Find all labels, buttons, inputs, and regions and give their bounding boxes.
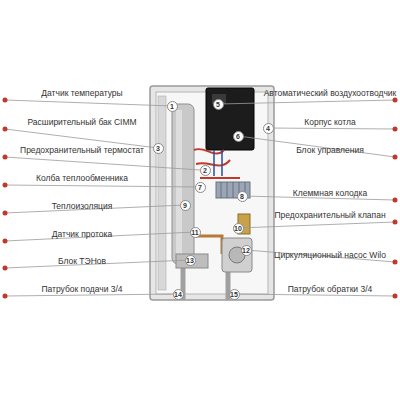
- callout-circle: 10: [233, 223, 244, 234]
- part-label: Теплоизоляция: [12, 202, 152, 212]
- boiler-housing: [150, 86, 274, 300]
- callout-circle: 3: [153, 143, 164, 154]
- callout-number: 13: [186, 257, 194, 264]
- callout-circle: 12: [241, 245, 252, 256]
- leader-dots-right: [393, 98, 398, 299]
- callout-circle: 4: [263, 123, 274, 134]
- callout-circle: 14: [173, 289, 184, 300]
- power-wire: [194, 149, 240, 178]
- part-label: Блок управления: [262, 146, 398, 156]
- callout-circle: 1: [167, 101, 178, 112]
- callout-circle: 15: [229, 289, 240, 300]
- part-label: Датчик температуры: [12, 89, 152, 99]
- heat-exchanger: [172, 104, 194, 264]
- part-label: Автоматический воздухоотводчик: [262, 89, 398, 99]
- part-label: Патрубок подачи 3/4: [12, 285, 152, 295]
- control-block: [206, 88, 254, 150]
- part-label: Предохранительный клапан: [262, 211, 398, 221]
- callout-number: 15: [230, 291, 238, 298]
- callout-number: 11: [191, 229, 198, 236]
- callout-number: 4: [266, 125, 270, 132]
- callout-circle: 7: [195, 182, 206, 193]
- part-label: Патрубок обратки 3/4: [262, 285, 398, 295]
- part-label: Колба теплообменника: [12, 174, 152, 184]
- callout-number: 6: [236, 133, 240, 140]
- callout-circle: 9: [180, 200, 191, 211]
- callout-circle: 6: [233, 131, 244, 142]
- part-label: Циркуляционный насос Wilo: [262, 251, 398, 261]
- heater-block: [176, 254, 208, 268]
- callout-number: 10: [234, 225, 242, 232]
- signal-wire: [214, 150, 222, 176]
- part-label: Клеммная колодка: [262, 189, 398, 199]
- copper-pipe: [194, 236, 222, 254]
- part-label: Корпус котла: [262, 118, 398, 128]
- part-label: Расширительный бак CIMM: [12, 118, 152, 128]
- callout-circle: 13: [185, 255, 196, 266]
- circulation-pump: [222, 238, 252, 272]
- part-label: Предохранительный термостат: [12, 146, 152, 156]
- heat-exchanger-highlight: [176, 110, 182, 258]
- callout-circle: 2: [200, 165, 211, 176]
- callout-number: 14: [174, 291, 182, 298]
- leader-lines-left: [5, 100, 200, 296]
- callout-number: 5: [216, 101, 220, 108]
- callout-circle: 5: [213, 99, 224, 110]
- part-label: Датчик протока: [12, 230, 152, 240]
- leader-dots-left: [3, 98, 8, 299]
- callout-number: 1: [170, 103, 174, 110]
- callout-circle: 8: [237, 191, 248, 202]
- callout-number: 12: [242, 247, 250, 254]
- part-label: Блок ТЭНов: [12, 257, 152, 267]
- callout-number: 9: [183, 202, 187, 209]
- callout-number: 3: [156, 145, 160, 152]
- callout-number: 7: [198, 184, 202, 191]
- callout-number: 8: [240, 193, 244, 200]
- callout-circle: 11: [190, 227, 201, 238]
- callout-number: 2: [203, 167, 207, 174]
